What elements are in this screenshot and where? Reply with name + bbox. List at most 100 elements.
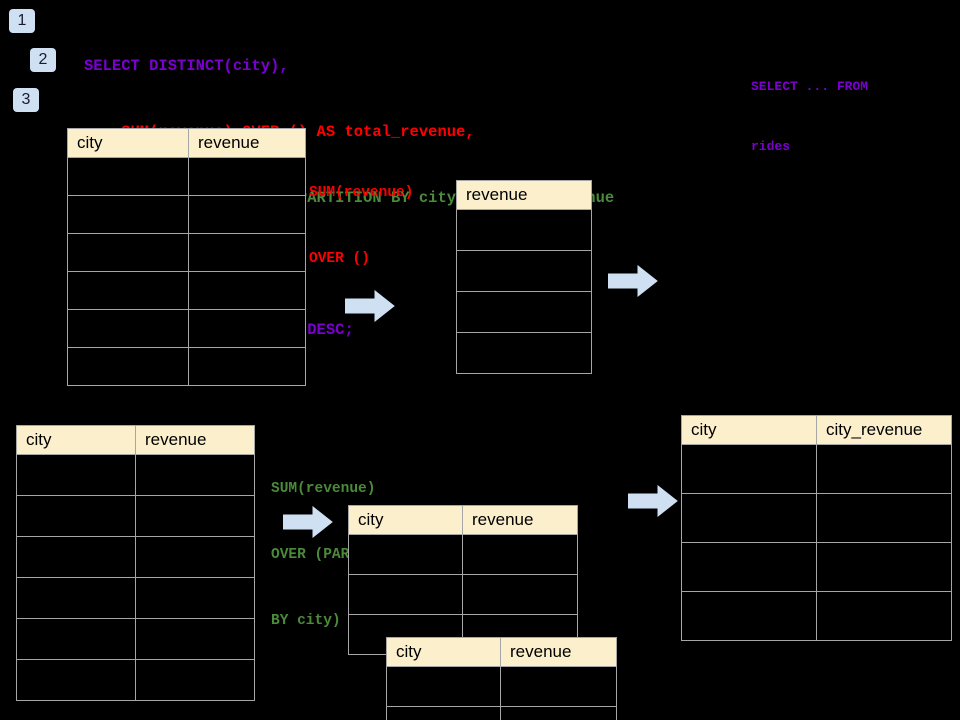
table-cell: [67, 195, 189, 234]
annotation-sum-over-empty-line-2: OVER (): [309, 251, 370, 267]
table-cell: [16, 536, 136, 578]
table-cell: [67, 233, 189, 272]
table-cell: [135, 618, 255, 660]
annotation-select-from-rides-line-1: SELECT ... FROM: [751, 79, 869, 94]
table-cell: [188, 271, 306, 310]
table-cell: [681, 444, 817, 494]
table-cell: [135, 577, 255, 619]
table-row: [16, 659, 255, 701]
step-badge-2: 2: [30, 48, 56, 72]
column-header-revenue: revenue: [500, 637, 617, 667]
table-cell: [16, 577, 136, 619]
annotation-sum-over-partition-line-1: SUM(revenue): [271, 481, 376, 497]
table-cell: [500, 706, 617, 720]
table-cell: [456, 291, 592, 333]
table-cell: [188, 233, 306, 272]
table-row: [16, 495, 255, 537]
table-cell: [67, 157, 189, 196]
table-cell: [135, 536, 255, 578]
table-row: [348, 574, 578, 615]
column-header-city: city: [348, 505, 463, 535]
column-header-revenue: revenue: [462, 505, 578, 535]
table-cell: [67, 271, 189, 310]
table-row: [16, 454, 255, 496]
column-header-city: city: [681, 415, 817, 445]
table-cell: [681, 493, 817, 543]
table-row: [16, 536, 255, 578]
table-row: [681, 542, 952, 592]
table-cell: [456, 250, 592, 292]
table-cell: [135, 659, 255, 701]
annotation-sum-over-empty-line-1: SUM(revenue): [309, 185, 414, 201]
table-row: [456, 291, 592, 333]
annotation-sum-over-partition-line-3: BY city): [271, 613, 341, 629]
table-cell: [816, 444, 952, 494]
column-header-city_revenue: city_revenue: [816, 415, 952, 445]
table-row: [67, 233, 306, 272]
table-row: [681, 444, 952, 494]
table-cell: [456, 332, 592, 374]
total-revenue-table: revenue: [456, 180, 592, 374]
arrow-partition-to-result: [628, 485, 678, 517]
table-cell: [188, 347, 306, 386]
table-row: [16, 618, 255, 660]
table-cell: [681, 542, 817, 592]
table-cell: [456, 209, 592, 251]
table-cell: [816, 493, 952, 543]
table-cell: [462, 534, 578, 575]
table-row: [386, 666, 617, 707]
sql-line-1: SELECT DISTINCT(city),: [84, 57, 289, 75]
table-cell: [67, 309, 189, 348]
table-row: [681, 493, 952, 543]
annotation-select-from-rides: SELECT ... FROM rides: [751, 37, 868, 197]
table-cell: [188, 157, 306, 196]
table-cell: [188, 195, 306, 234]
table-cell: [16, 659, 136, 701]
annotation-select-from-rides-line-2: rides: [751, 139, 791, 154]
column-header-city: city: [67, 128, 189, 158]
table-cell: [135, 454, 255, 496]
arrow-source-to-total: [345, 290, 395, 322]
column-header-city: city: [16, 425, 136, 455]
table-cell: [16, 454, 136, 496]
table-row: [16, 577, 255, 619]
table-cell: [500, 666, 617, 707]
table-row: [456, 332, 592, 374]
column-header-revenue: revenue: [188, 128, 306, 158]
table-cell: [386, 706, 501, 720]
table-row: [456, 209, 592, 251]
table-cell: [816, 591, 952, 641]
table-row: [681, 591, 952, 641]
table-row: [456, 250, 592, 292]
table-cell: [135, 495, 255, 537]
column-header-revenue: revenue: [456, 180, 592, 210]
table-cell: [386, 666, 501, 707]
column-header-city: city: [386, 637, 501, 667]
table-row: [67, 195, 306, 234]
table-cell: [816, 542, 952, 592]
table-row: [348, 534, 578, 575]
table-row: [67, 309, 306, 348]
table-row: [67, 157, 306, 196]
table-cell: [16, 495, 136, 537]
column-header-revenue: revenue: [135, 425, 255, 455]
step-badge-1: 1: [9, 9, 35, 33]
arrow-total-to-result: [608, 265, 658, 297]
annotation-sum-over-empty: SUM(revenue) OVER (): [309, 138, 413, 314]
table-cell: [16, 618, 136, 660]
step-badge-3: 3: [13, 88, 39, 112]
table-row: [386, 706, 617, 720]
table-row: [67, 271, 306, 310]
table-cell: [67, 347, 189, 386]
table-cell: [681, 591, 817, 641]
table-cell: [348, 534, 463, 575]
table-row: [67, 347, 306, 386]
table-cell: [348, 574, 463, 615]
table-cell: [462, 574, 578, 615]
